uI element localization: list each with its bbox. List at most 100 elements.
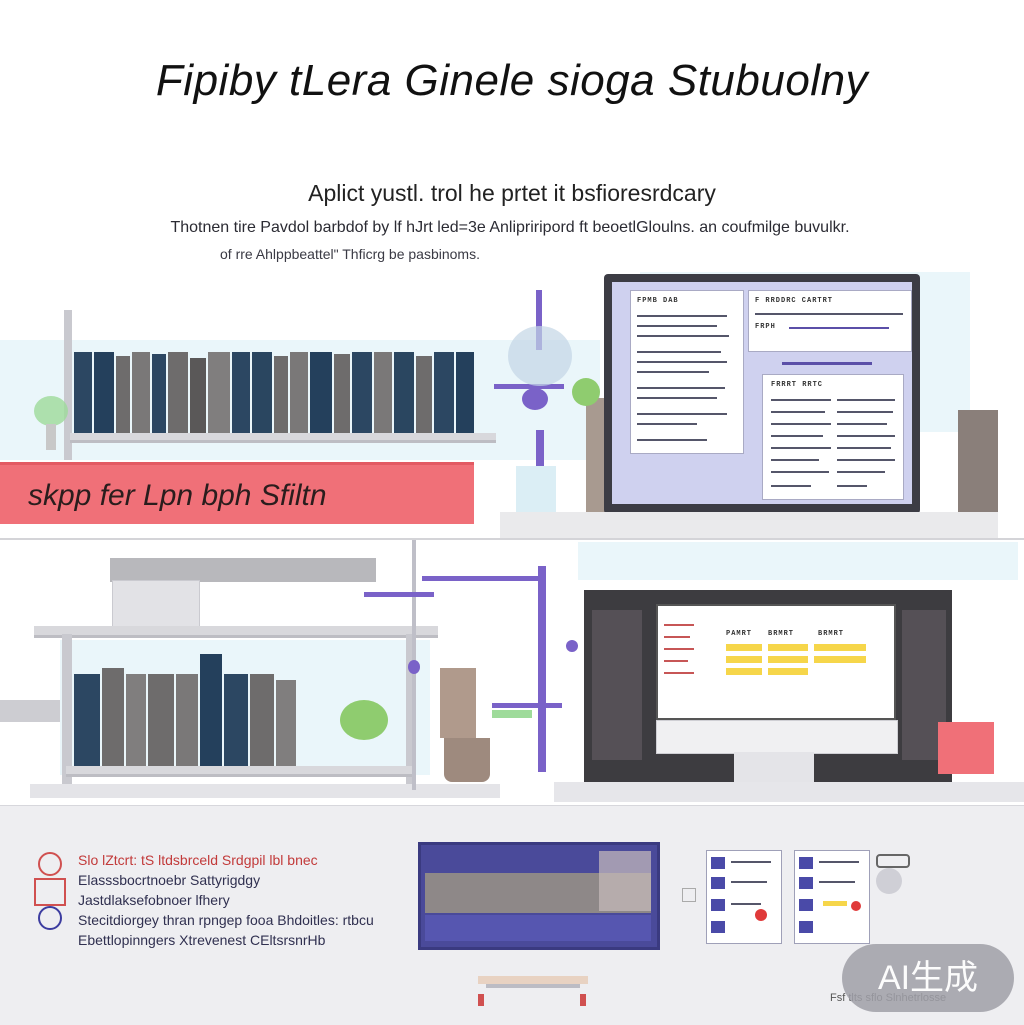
divider	[782, 362, 872, 365]
book	[310, 352, 332, 434]
book	[190, 358, 206, 434]
monitor-chin	[656, 720, 898, 754]
book	[250, 674, 274, 766]
book	[394, 352, 414, 434]
doc-small-label: FRPH	[755, 323, 776, 331]
keyboard-base	[486, 984, 580, 988]
connector-line	[536, 290, 542, 350]
shelf-top-box	[110, 558, 376, 582]
info-line: Elasssbocrtnoebr Sattyrigdgy	[78, 872, 261, 888]
book-row	[74, 352, 474, 434]
section-divider	[0, 538, 1024, 540]
bubble-icon	[508, 326, 572, 386]
book	[208, 352, 230, 434]
info-line: Slo lZtcrt: tS ltdsbrceld Srdgpil lbl bn…	[78, 852, 318, 868]
node-icon	[566, 640, 578, 652]
shelf-board	[66, 766, 414, 777]
book	[116, 356, 130, 434]
shelf-post	[406, 634, 414, 784]
monitor-top: FPMB DAB F RRDDRC CARTRT FRPH FRRRT RRTC	[604, 274, 920, 514]
book	[168, 352, 188, 434]
description-line-1: Thotnen tire Pavdol barbdof by lf hJrt l…	[170, 219, 850, 236]
info-line: Ebettlopinngers Xtrevenest CEltsrsnrHb	[78, 932, 326, 948]
book	[102, 668, 124, 766]
book	[352, 352, 372, 434]
document-card	[706, 850, 782, 944]
vase-icon	[516, 466, 556, 512]
book-row	[74, 654, 324, 766]
mid-panel-background-right	[578, 542, 1018, 580]
description-line-2: of rre Ahlppbeattel" Thficrg be pasbinom…	[220, 246, 480, 262]
shelf-post	[62, 634, 72, 784]
connector-line	[538, 566, 546, 772]
marker	[478, 994, 484, 1006]
marker	[580, 994, 586, 1006]
checkbox-icon	[682, 888, 696, 902]
book	[152, 354, 166, 434]
book	[276, 680, 296, 766]
monitor-mid-screen: PAMRT BRMRT BRMRT	[656, 604, 896, 720]
clock-icon	[876, 868, 902, 894]
doc-header: FPMB DAB	[637, 297, 679, 305]
lamp-icon	[522, 388, 548, 410]
shelf-post	[64, 310, 72, 460]
book	[252, 352, 272, 434]
plant-icon	[28, 390, 72, 450]
book	[224, 674, 248, 766]
leaf-icon	[492, 710, 532, 718]
planter-icon	[444, 738, 490, 782]
column-label: PAMRT	[726, 630, 753, 638]
book	[176, 674, 198, 766]
bottom-strip: Slo lZtcrt: tS ltdsbrceld Srdgpil lbl bn…	[0, 805, 1024, 1025]
book	[200, 654, 222, 766]
bookshelf-top	[40, 300, 500, 460]
shelf-cabinet	[592, 610, 642, 760]
doc-header: F RRDDRC CARTRT	[755, 297, 834, 305]
book	[232, 352, 250, 434]
book	[126, 674, 146, 766]
keyboard	[478, 976, 588, 984]
shelf-board	[34, 626, 438, 638]
column-label: BRMRT	[768, 630, 795, 638]
book	[132, 352, 150, 434]
person-icon	[30, 852, 66, 932]
screen-preview	[418, 842, 660, 950]
book	[148, 674, 174, 766]
connector-line	[422, 576, 542, 581]
document-left: FPMB DAB	[630, 290, 744, 454]
info-line: Jastdlaksefobnoer lfhery	[78, 892, 230, 908]
storage-box	[112, 580, 200, 632]
column-label: BRMRT	[818, 630, 845, 638]
book-stand	[958, 410, 998, 512]
book	[334, 354, 350, 434]
book	[274, 356, 288, 434]
book	[416, 356, 432, 434]
plant-icon	[572, 378, 600, 406]
connector-line	[492, 703, 562, 708]
ai-generated-badge: AI生成	[842, 944, 1014, 1012]
lamp-icon	[408, 660, 420, 674]
book	[290, 352, 308, 434]
pen-holder	[938, 722, 994, 774]
shelf-board	[70, 433, 496, 443]
book	[94, 352, 114, 434]
doc-header: FRRRT RRTC	[771, 381, 824, 389]
book	[434, 352, 454, 434]
document-inner: FRRRT RRTC	[762, 374, 904, 500]
banner: skpp fer Lpn bph Sfiltn	[0, 462, 474, 524]
document-card	[794, 850, 870, 944]
document-right: F RRDDRC CARTRT FRPH	[748, 290, 912, 352]
monitor-stand	[734, 752, 814, 782]
book	[74, 674, 100, 766]
desk-top	[554, 782, 1024, 802]
connector-line	[494, 384, 564, 389]
plant-icon	[340, 700, 388, 740]
connector-line	[364, 592, 434, 597]
floor	[30, 784, 500, 798]
book	[374, 352, 392, 434]
book	[456, 352, 474, 434]
cabinet	[440, 668, 476, 738]
book	[74, 352, 92, 434]
monitor-mid: PAMRT BRMRT BRMRT	[584, 590, 952, 785]
desk-top	[500, 512, 998, 538]
